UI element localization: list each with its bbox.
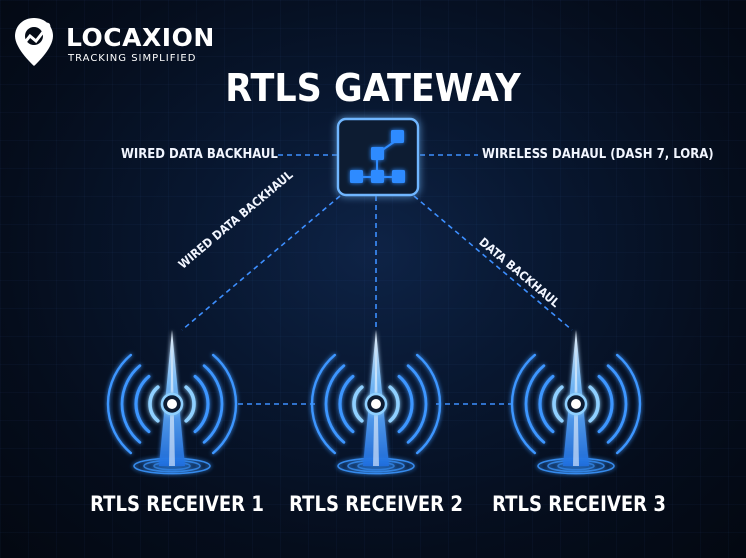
receiver-2-label: RTLS RECEIVER 2 — [289, 492, 463, 516]
antenna-tower-icon — [310, 330, 442, 476]
brand-logo: LOCAXION TRACKING SIMPLIFIED — [14, 16, 214, 72]
link-gateway-receiver-1 — [181, 195, 341, 331]
page-title: RTLS GATEWAY — [225, 66, 521, 110]
network-topology-icon — [350, 130, 405, 183]
gateway-receiver-links — [181, 195, 573, 331]
left-backhaul-label: WIRED DATA BACKHAUL — [121, 147, 278, 162]
brand-name: LOCAXION — [66, 23, 215, 52]
location-pin-icon — [15, 18, 53, 66]
antenna-tower-icon — [510, 330, 642, 476]
link-gateway-receiver-3 — [413, 195, 573, 331]
receiver-3-label: RTLS RECEIVER 3 — [492, 492, 666, 516]
receiver-towers — [106, 330, 642, 476]
brand-tagline: TRACKING SIMPLIFIED — [68, 53, 197, 64]
right-backhaul-label: WIRELESS DAHAUL (DASH 7, LORA) — [482, 147, 714, 162]
antenna-tower-icon — [106, 330, 238, 476]
receiver-1-label: RTLS RECEIVER 1 — [90, 492, 264, 516]
